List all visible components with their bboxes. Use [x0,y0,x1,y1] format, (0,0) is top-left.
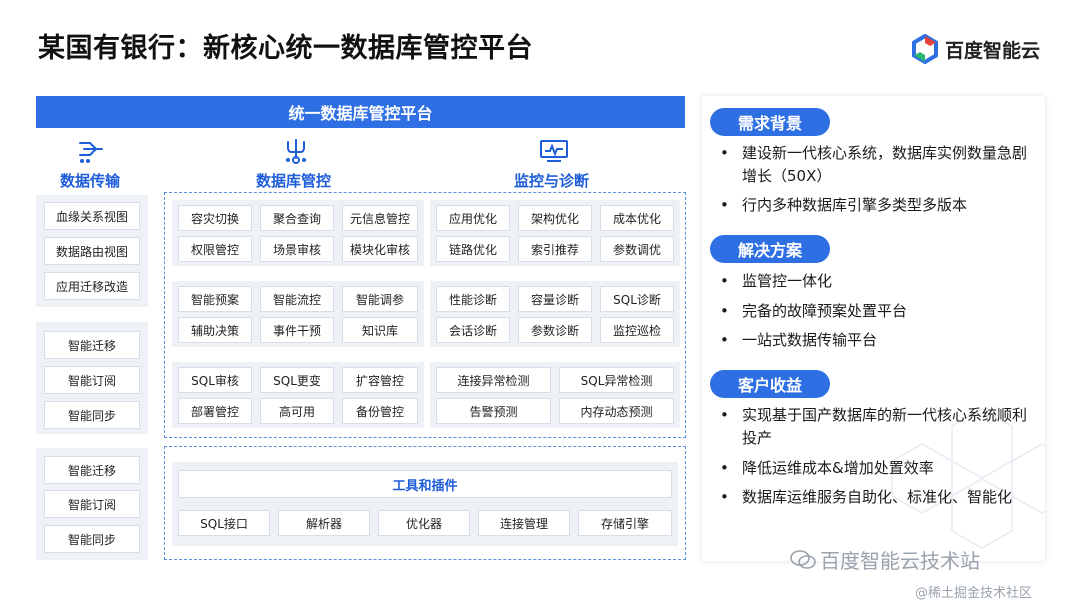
monitor-item[interactable]: 成本优化 [600,205,674,231]
transfer-item[interactable]: 智能订阅 [44,366,140,394]
monitor-item[interactable]: 容量诊断 [518,286,592,312]
tool-item-sql-interface[interactable]: SQL接口 [178,510,270,536]
mgmt-item[interactable]: 扩容管控 [342,367,418,393]
mgmt-item[interactable]: 智能调参 [342,286,418,312]
bullet-item: •行内多种数据库引擎多类型多版本 [720,196,968,214]
monitor-item[interactable]: 内存动态预测 [559,398,674,424]
bullet-item: •降低运维成本&增加处置效率 [720,459,934,477]
mgmt-item[interactable]: 场景审核 [260,236,334,262]
monitor-group-3: 连接异常检测 SQL异常检测 告警预测 内存动态预测 [430,362,680,428]
mgmt-group-1: 容灾切换 聚合查询 元信息管控 权限管控 场景审核 模块化审核 [172,200,424,266]
mgmt-item[interactable]: 备份管控 [342,398,418,424]
mgmt-item[interactable]: 聚合查询 [260,205,334,231]
transfer-group-2: 智能迁移 智能订阅 智能同步 [36,322,148,434]
mgmt-item[interactable]: 知识库 [342,317,418,343]
mgmt-group-3: SQL审核 SQL更变 扩容管控 部署管控 高可用 备份管控 [172,362,424,428]
transfer-group-1: 血缘关系视图 数据路由视图 应用迁移改造 [36,195,148,307]
monitor-item[interactable]: 参数诊断 [518,317,592,343]
monitor-item[interactable]: 链路优化 [436,236,510,262]
section-title-benefits: 客户收益 [710,370,830,398]
mgmt-item[interactable]: SQL审核 [178,367,252,393]
monitor-item[interactable]: 索引推荐 [518,236,592,262]
mgmt-item[interactable]: 元信息管控 [342,205,418,231]
monitor-item[interactable]: SQL诊断 [600,286,674,312]
data-transfer-icon [72,138,108,164]
transfer-item[interactable]: 智能同步 [44,401,140,429]
management-monitor-area [164,192,686,438]
mgmt-item[interactable]: 事件干预 [260,317,334,343]
mgmt-item[interactable]: SQL更变 [260,367,334,393]
monitor-icon [536,138,572,164]
bullet-item: •监管控一体化 [720,272,833,290]
cloud-logo-icon [912,34,938,64]
monitor-item[interactable]: SQL异常检测 [559,367,674,393]
mgmt-item[interactable]: 辅助决策 [178,317,252,343]
monitor-item[interactable]: 监控巡检 [600,317,674,343]
section-title-solution: 解决方案 [710,235,830,263]
bullet-item: •完备的故障预案处置平台 [720,302,908,320]
database-management-icon [278,138,314,164]
platform-banner: 统一数据库管控平台 [36,96,685,128]
wechat-icon [790,549,816,569]
logo-text: 百度智能云 [945,39,1041,62]
bullet-item: •一站式数据传输平台 [720,331,878,349]
tool-item-storage-engine[interactable]: 存储引擎 [578,510,672,536]
bullet-item: •实现基于国产数据库的新一代核心系统顺利投产 [720,406,1028,447]
watermark-wechat: 百度智能云技术站 [790,545,980,574]
summary-panel: 需求背景 •建设新一代核心系统，数据库实例数量急剧增长（50X） •行内多种数据… [702,96,1045,561]
transfer-item[interactable]: 智能迁移 [44,456,140,484]
monitor-item[interactable]: 参数调优 [600,236,674,262]
monitor-item[interactable]: 会话诊断 [436,317,510,343]
mgmt-item[interactable]: 高可用 [260,398,334,424]
mgmt-group-2: 智能预案 智能流控 智能调参 辅助决策 事件干预 知识库 [172,281,424,347]
column-title-transfer: 数据传输 [60,172,121,190]
column-title-monitor: 监控与诊断 [514,172,590,190]
monitor-group-1: 应用优化 架构优化 成本优化 链路优化 索引推荐 参数调优 [430,200,680,266]
transfer-item[interactable]: 智能订阅 [44,490,140,518]
transfer-item[interactable]: 血缘关系视图 [44,202,140,230]
mgmt-item[interactable]: 模块化审核 [342,236,418,262]
monitor-item[interactable]: 应用优化 [436,205,510,231]
column-title-management: 数据库管控 [256,172,332,190]
monitor-item[interactable]: 架构优化 [518,205,592,231]
tool-item-parser[interactable]: 解析器 [278,510,370,536]
monitor-item[interactable]: 告警预测 [436,398,551,424]
page-title: 某国有银行：新核心统一数据库管控平台 [38,33,533,64]
mgmt-item[interactable]: 智能预案 [178,286,252,312]
watermark-juejin: @稀土掘金技术社区 [915,586,1033,601]
mgmt-item[interactable]: 智能流控 [260,286,334,312]
hexagon-background-pattern [891,408,1045,549]
tool-item-optimizer[interactable]: 优化器 [378,510,470,536]
transfer-group-3: 智能迁移 智能订阅 智能同步 [36,448,148,560]
tools-panel: 工具和插件 SQL接口 解析器 优化器 连接管理 存储引擎 [172,462,678,546]
tools-area [164,446,686,560]
transfer-item[interactable]: 智能迁移 [44,331,140,359]
monitor-item[interactable]: 性能诊断 [436,286,510,312]
transfer-item[interactable]: 智能同步 [44,525,140,553]
baidu-cloud-logo: 百度智能云 [910,34,1040,64]
mgmt-item[interactable]: 权限管控 [178,236,252,262]
monitor-item[interactable]: 连接异常检测 [436,367,551,393]
tool-item-connection-management[interactable]: 连接管理 [478,510,570,536]
section-title-background: 需求背景 [710,108,830,136]
bullet-item: •建设新一代核心系统，数据库实例数量急剧增长（50X） [720,144,1028,185]
transfer-item[interactable]: 应用迁移改造 [44,272,140,300]
bullet-item: •数据库运维服务自助化、标准化、智能化 [720,488,1013,506]
mgmt-item[interactable]: 容灾切换 [178,205,252,231]
transfer-item[interactable]: 数据路由视图 [44,237,140,265]
monitor-group-2: 性能诊断 容量诊断 SQL诊断 会话诊断 参数诊断 监控巡检 [430,281,680,347]
tools-title: 工具和插件 [178,470,672,498]
mgmt-item[interactable]: 部署管控 [178,398,252,424]
